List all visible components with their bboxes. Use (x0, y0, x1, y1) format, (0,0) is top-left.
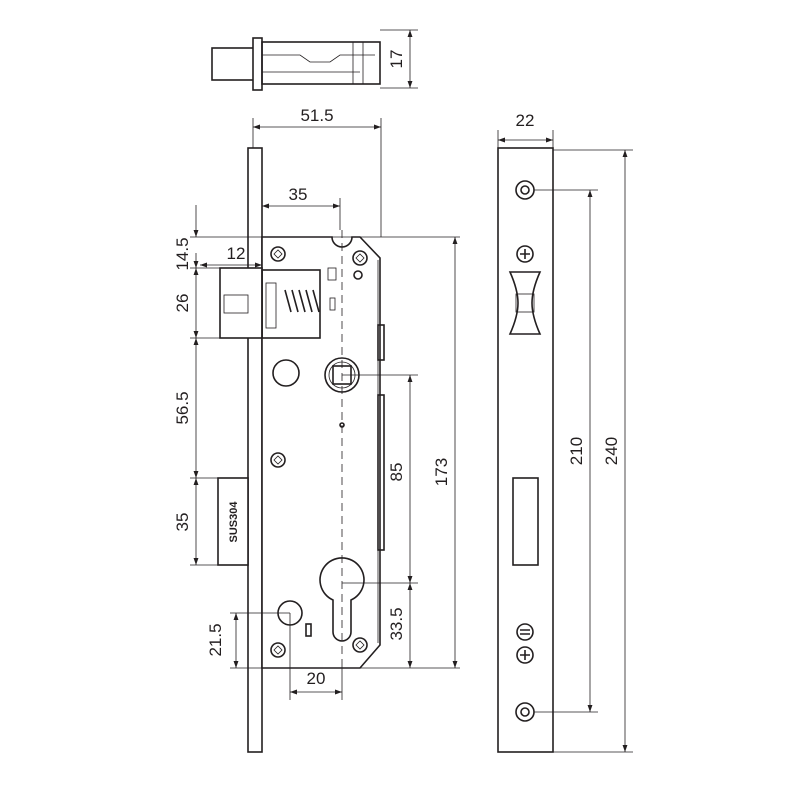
dim-240: 240 (602, 437, 621, 465)
faceplate-view: 22 210 240 (497, 111, 633, 753)
front-view: SUS304 51.5 35 14.5 12 26 56.5 35 21.5 2… (173, 106, 460, 753)
latch-face (508, 271, 542, 335)
material-mark: SUS304 (228, 501, 240, 543)
dim-210: 210 (567, 437, 586, 465)
faceplate (247, 147, 263, 753)
dim-56-5: 56.5 (173, 391, 192, 424)
dim-173: 173 (432, 458, 451, 486)
dim-33-5: 33.5 (387, 607, 406, 640)
dim-21-5: 21.5 (206, 623, 225, 656)
top-view: 17 (211, 29, 418, 91)
dim-22: 22 (516, 111, 535, 130)
dim-85: 85 (387, 463, 406, 482)
dim-51-5: 51.5 (300, 106, 333, 125)
dim-35-deadbolt: 35 (173, 513, 192, 532)
dim-12: 12 (227, 244, 246, 263)
deadbolt (217, 477, 249, 566)
dim-14-5: 14.5 (173, 237, 192, 270)
dim-26: 26 (173, 294, 192, 313)
screw-icons (270, 246, 368, 658)
dim-35-backset: 35 (289, 185, 308, 204)
latch-bolt (219, 267, 263, 339)
dim-20: 20 (307, 669, 326, 688)
deadbolt-slot (512, 477, 539, 566)
spring (284, 289, 320, 313)
dim-17: 17 (387, 50, 406, 69)
spring-box (261, 269, 321, 339)
